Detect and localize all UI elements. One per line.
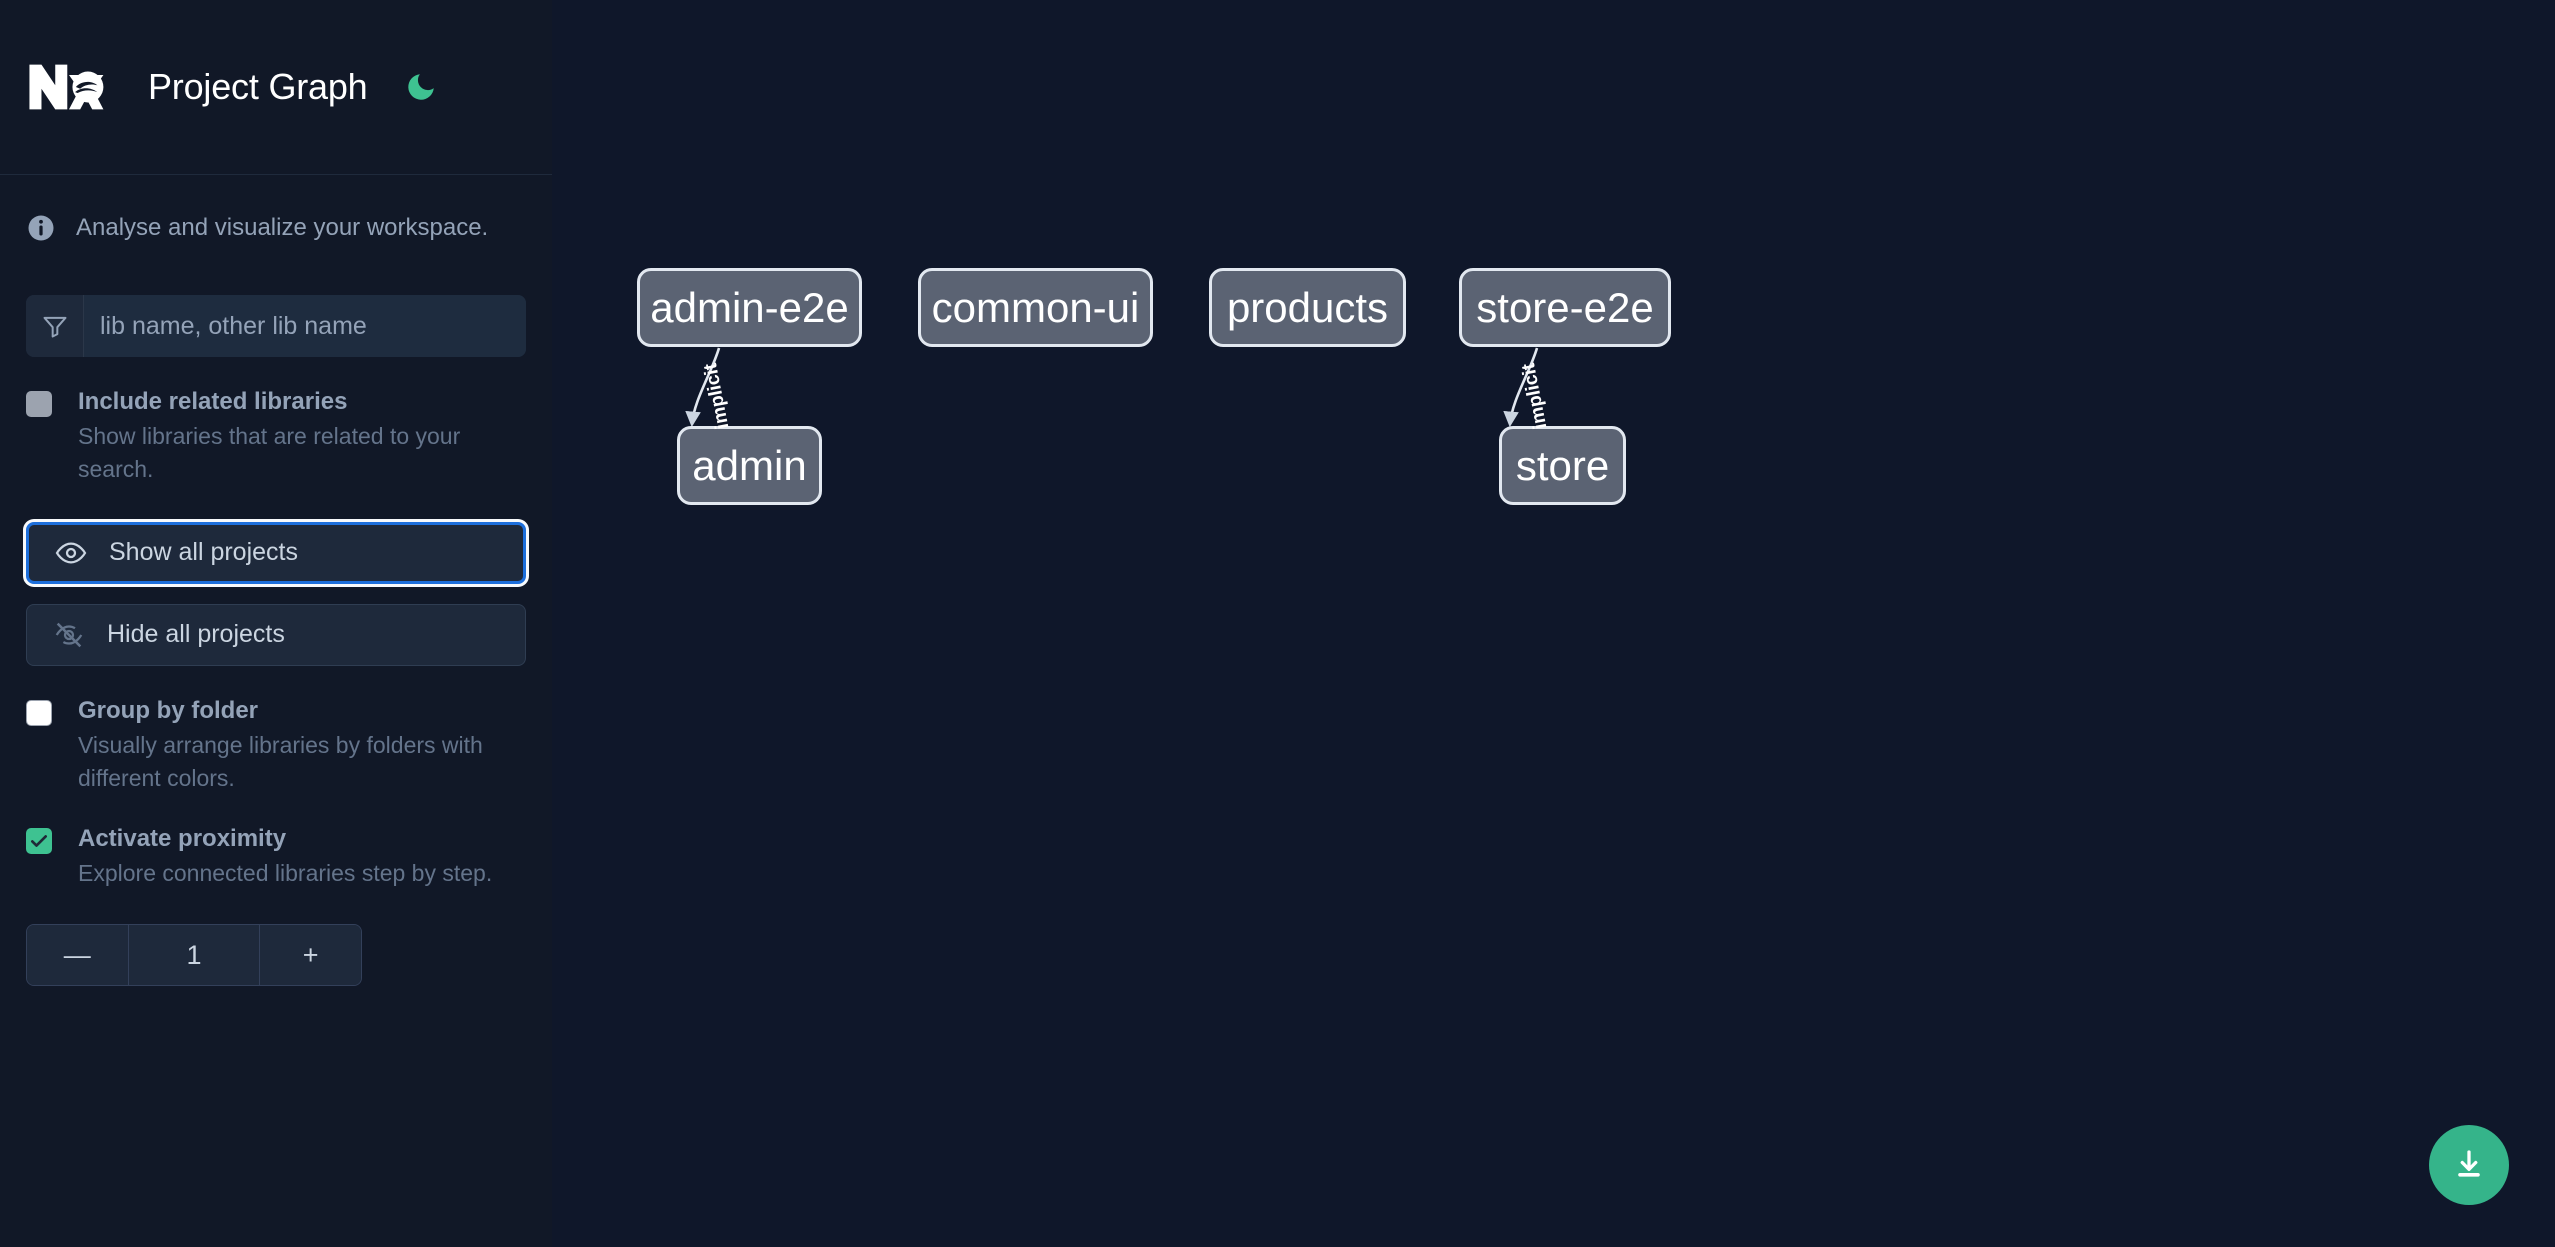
search-input[interactable]	[84, 295, 526, 357]
eye-icon	[55, 537, 87, 569]
funnel-icon[interactable]	[26, 295, 84, 357]
graph-node-store-e2e[interactable]: store-e2e	[1459, 268, 1671, 347]
graph-canvas[interactable]: admin-e2e common-ui products store-e2e a…	[574, 0, 2555, 1247]
include-related-libraries-texts: Include related libraries Show libraries…	[78, 387, 526, 486]
info-icon	[26, 213, 56, 243]
edge-store-e2e-to-store	[1503, 347, 1539, 428]
graph-node-store[interactable]: store	[1499, 426, 1626, 505]
activate-proximity-texts: Activate proximity Explore connected lib…	[78, 824, 492, 890]
group-by-folder-label: Group by folder	[78, 696, 258, 724]
activate-proximity-description: Explore connected libraries step by step…	[78, 860, 493, 887]
sidebar-body: Include related libraries Show libraries…	[0, 295, 552, 987]
nx-logo-icon	[26, 61, 112, 113]
proximity-decrement-button[interactable]: —	[27, 925, 128, 986]
projects-visibility-buttons: Show all projects Hide all projects	[26, 521, 526, 666]
graph-node-common-ui[interactable]: common-ui	[918, 268, 1153, 347]
filter-bar	[26, 295, 526, 357]
include-related-libraries-checkbox[interactable]	[26, 391, 52, 417]
check-icon	[31, 835, 48, 848]
hide-all-projects-label: Hide all projects	[107, 620, 285, 649]
show-all-projects-label: Show all projects	[109, 538, 298, 567]
checkbox-row-include-related-libraries[interactable]: Include related libraries Show libraries…	[26, 387, 526, 486]
graph-node-label: store-e2e	[1476, 283, 1654, 331]
sidebar-header: Project Graph	[0, 0, 552, 175]
graph-node-admin[interactable]: admin	[677, 426, 822, 505]
show-all-projects-button[interactable]: Show all projects	[26, 521, 526, 584]
graph-node-products[interactable]: products	[1209, 268, 1406, 347]
checkbox-row-activate-proximity[interactable]: Activate proximity Explore connected lib…	[26, 824, 526, 890]
graph-edges	[685, 347, 1539, 428]
activate-proximity-label: Activate proximity	[78, 825, 287, 853]
group-by-folder-checkbox[interactable]	[26, 699, 52, 726]
workspace-info-text: Analyse and visualize your workspace.	[76, 214, 489, 241]
checkbox-row-group-by-folder[interactable]: Group by folder Visually arrange librari…	[26, 696, 526, 795]
graph-node-label: admin-e2e	[650, 283, 849, 331]
proximity-increment-button[interactable]: +	[260, 925, 361, 986]
graph-node-label: products	[1226, 283, 1389, 331]
proximity-stepper: — 1 +	[26, 924, 362, 987]
edge-admin-e2e-to-admin	[685, 347, 721, 428]
group-by-folder-description: Visually arrange libraries by folders wi…	[78, 731, 483, 791]
moon-icon[interactable]	[400, 66, 442, 108]
download-icon	[2451, 1146, 2487, 1185]
sidebar: Project Graph Analyse and visualize your…	[0, 0, 552, 1247]
graph-node-admin-e2e[interactable]: admin-e2e	[637, 268, 862, 347]
group-by-folder-texts: Group by folder Visually arrange librari…	[78, 696, 526, 795]
graph-node-label: common-ui	[931, 283, 1140, 331]
eye-off-icon	[53, 619, 85, 651]
activate-proximity-checkbox[interactable]	[26, 828, 52, 855]
include-related-libraries-description: Show libraries that are related to your …	[78, 423, 461, 482]
include-related-libraries-label: Include related libraries	[78, 388, 348, 415]
hide-all-projects-button[interactable]: Hide all projects	[26, 603, 526, 666]
workspace-info: Analyse and visualize your workspace.	[0, 175, 552, 251]
proximity-value: 1	[127, 925, 261, 986]
download-graph-button[interactable]	[2429, 1125, 2509, 1205]
graph-node-label: store	[1515, 441, 1610, 489]
page-title: Project Graph	[148, 66, 368, 107]
graph-node-label: admin	[692, 441, 807, 489]
